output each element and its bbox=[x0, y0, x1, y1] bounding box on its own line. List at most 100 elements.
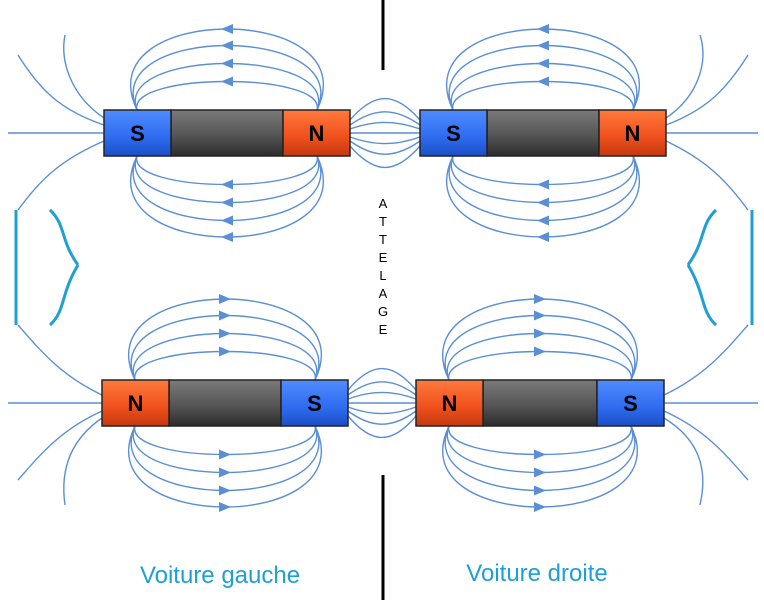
field-line bbox=[63, 34, 105, 119]
field-line bbox=[349, 111, 421, 126]
field-line bbox=[452, 80, 634, 111]
attelage-letter: E bbox=[379, 250, 388, 265]
pole-label-left: S bbox=[446, 121, 461, 146]
arrow-marker bbox=[219, 502, 231, 512]
arrow-marker bbox=[537, 40, 549, 51]
arrow-marker bbox=[219, 485, 231, 496]
caption-right: Voiture droite bbox=[466, 560, 607, 587]
pole-label-right: S bbox=[623, 391, 638, 416]
field-line bbox=[132, 425, 318, 474]
field-line bbox=[441, 425, 639, 508]
arrow-marker bbox=[219, 467, 231, 478]
field-line bbox=[665, 34, 704, 119]
field-line bbox=[129, 155, 325, 238]
field-line bbox=[347, 381, 417, 396]
arrow-marker bbox=[537, 215, 549, 226]
field-line bbox=[347, 406, 417, 415]
arrow-marker bbox=[537, 179, 549, 190]
field-line bbox=[444, 425, 636, 492]
pole-label-left: S bbox=[130, 121, 145, 146]
field-line bbox=[347, 410, 417, 425]
arrow-marker bbox=[219, 449, 231, 460]
pole-right bbox=[598, 109, 667, 157]
field-line bbox=[448, 44, 638, 111]
field-line bbox=[445, 28, 641, 111]
pole-left bbox=[103, 109, 172, 157]
pole-right bbox=[596, 379, 665, 427]
field-line bbox=[450, 155, 636, 204]
pole-left bbox=[415, 379, 484, 427]
field-line bbox=[349, 121, 421, 130]
field-line bbox=[446, 425, 634, 474]
field-line bbox=[17, 54, 105, 126]
arrow-marker bbox=[534, 502, 546, 512]
field-line bbox=[136, 80, 318, 111]
attelage-letter: T bbox=[379, 214, 387, 229]
field-line bbox=[349, 145, 421, 169]
arrow-marker bbox=[534, 467, 546, 478]
arrow-marker bbox=[221, 197, 233, 208]
field-line bbox=[349, 140, 421, 155]
field-line bbox=[663, 417, 704, 506]
field-line bbox=[17, 140, 105, 211]
attelage-letter: G bbox=[378, 304, 388, 319]
field-line bbox=[347, 367, 417, 391]
arrow-marker bbox=[534, 310, 546, 321]
attelage-letter: T bbox=[379, 232, 387, 247]
field-line bbox=[663, 324, 749, 396]
field-line bbox=[446, 332, 634, 381]
field-line bbox=[132, 332, 318, 381]
field-line bbox=[441, 298, 639, 381]
pole-label-left: N bbox=[442, 391, 458, 416]
arrow-marker bbox=[534, 294, 546, 304]
field-line bbox=[132, 44, 322, 111]
field-line bbox=[444, 314, 636, 381]
field-line bbox=[17, 324, 103, 396]
arrow-marker bbox=[221, 215, 233, 226]
arrow-marker bbox=[219, 310, 231, 321]
attelage-letter: E bbox=[379, 322, 388, 337]
arrow-marker bbox=[534, 346, 546, 357]
attelage-letter: L bbox=[379, 268, 386, 283]
arrow-marker bbox=[221, 40, 233, 51]
arrow-marker bbox=[221, 24, 233, 34]
field-line bbox=[17, 410, 103, 481]
field-line bbox=[129, 28, 325, 111]
arrow-marker bbox=[219, 294, 231, 304]
field-line bbox=[452, 155, 634, 186]
field-line bbox=[136, 155, 318, 186]
attelage-letter: A bbox=[379, 286, 388, 301]
arrow-marker bbox=[534, 485, 546, 496]
coupling-bar-left bbox=[14, 208, 80, 327]
field-line bbox=[134, 62, 320, 111]
field-line bbox=[63, 417, 103, 506]
arrow-marker bbox=[221, 58, 233, 69]
pole-left bbox=[419, 109, 488, 157]
arrow-marker bbox=[537, 76, 549, 87]
field-line bbox=[665, 54, 749, 126]
field-line bbox=[349, 136, 421, 145]
arrow-marker bbox=[537, 197, 549, 208]
arrow-marker bbox=[221, 232, 233, 242]
arrow-marker bbox=[219, 328, 231, 339]
field-line bbox=[134, 425, 316, 456]
field-line bbox=[450, 62, 636, 111]
arrow-marker bbox=[219, 346, 231, 357]
attelage-letter: A bbox=[379, 196, 388, 211]
pole-label-right: S bbox=[307, 391, 322, 416]
field-line bbox=[663, 410, 749, 481]
field-line bbox=[134, 350, 316, 381]
coupling-bar-right bbox=[686, 208, 754, 327]
field-lines bbox=[8, 24, 758, 512]
field-line bbox=[127, 298, 323, 381]
field-line bbox=[130, 425, 320, 492]
arrow-marker bbox=[534, 449, 546, 460]
field-line bbox=[132, 155, 322, 222]
